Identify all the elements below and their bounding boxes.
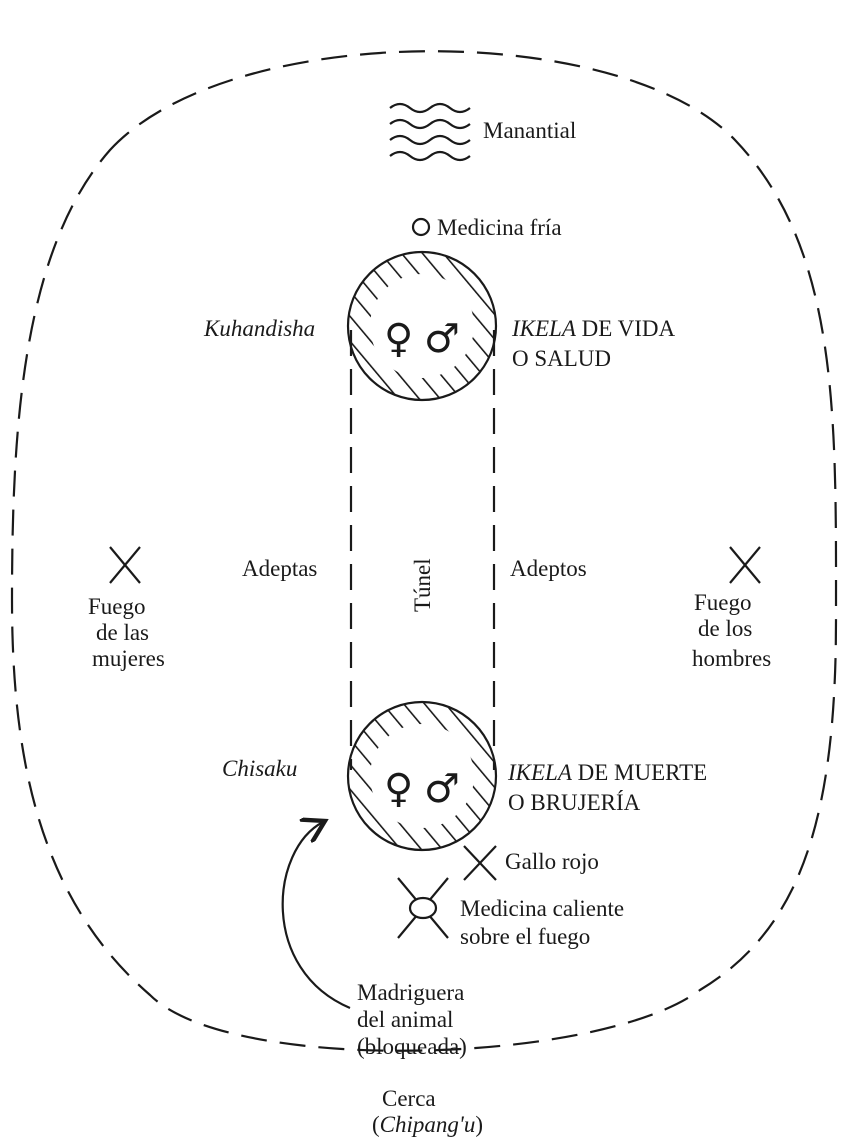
life-ikela-circle: ♀ ♂ [346, 250, 498, 402]
burrow-label-1: Madriguera [357, 980, 464, 1005]
women-fire-label-1: Fuego [88, 594, 146, 619]
female-symbol: ♀ [384, 316, 413, 362]
death-ikela-label: IKELA DE MUERTE [507, 760, 707, 785]
men-fire-label-3: hombres [692, 646, 771, 671]
female-symbol: ♀ [384, 766, 413, 812]
life-ikela-label-line2: O SALUD [512, 346, 611, 371]
red-rooster-label: Gallo rojo [505, 849, 599, 874]
cold-medicine-label: Medicina fría [437, 215, 562, 240]
fence-native-label: (Chipang'u) [372, 1112, 483, 1137]
cross-icon [463, 845, 497, 881]
life-ikela-label: IKELA DE VIDA [511, 316, 676, 341]
burrow-label-3: (bloqueada) [357, 1034, 467, 1059]
water-waves-icon [389, 102, 471, 162]
death-ikela-label-line2: O BRUJERÍA [508, 790, 641, 815]
adeptos-label: Adeptos [510, 556, 587, 581]
fence-outline [10, 50, 838, 1052]
male-symbol: ♂ [424, 316, 460, 362]
cross-icon [109, 546, 141, 584]
men-fire-label-2: de los [698, 616, 752, 641]
chisaku-label: Chisaku [222, 756, 297, 781]
women-fire-label-2: de las [96, 620, 149, 645]
spring-label: Manantial [483, 118, 576, 143]
kuhandisha-label: Kuhandisha [203, 316, 315, 341]
arrow-icon [281, 822, 351, 1010]
hot-medicine-label-1: Medicina caliente [460, 896, 624, 921]
women-fire-label-3: mujeres [92, 646, 165, 671]
tunnel-label: Túnel [410, 558, 435, 612]
death-ikela-circle: ♀ ♂ [346, 700, 498, 852]
hot-medicine-label-2: sobre el fuego [460, 924, 590, 949]
burrow-label-2: del animal [357, 1007, 453, 1032]
fence-label: Cerca [382, 1086, 436, 1111]
cross-icon [397, 877, 449, 939]
men-fire-label-1: Fuego [694, 590, 752, 615]
small-circle-icon [411, 217, 431, 237]
adeptas-label: Adeptas [242, 556, 317, 581]
cross-icon [729, 546, 761, 584]
male-symbol: ♂ [424, 766, 460, 812]
